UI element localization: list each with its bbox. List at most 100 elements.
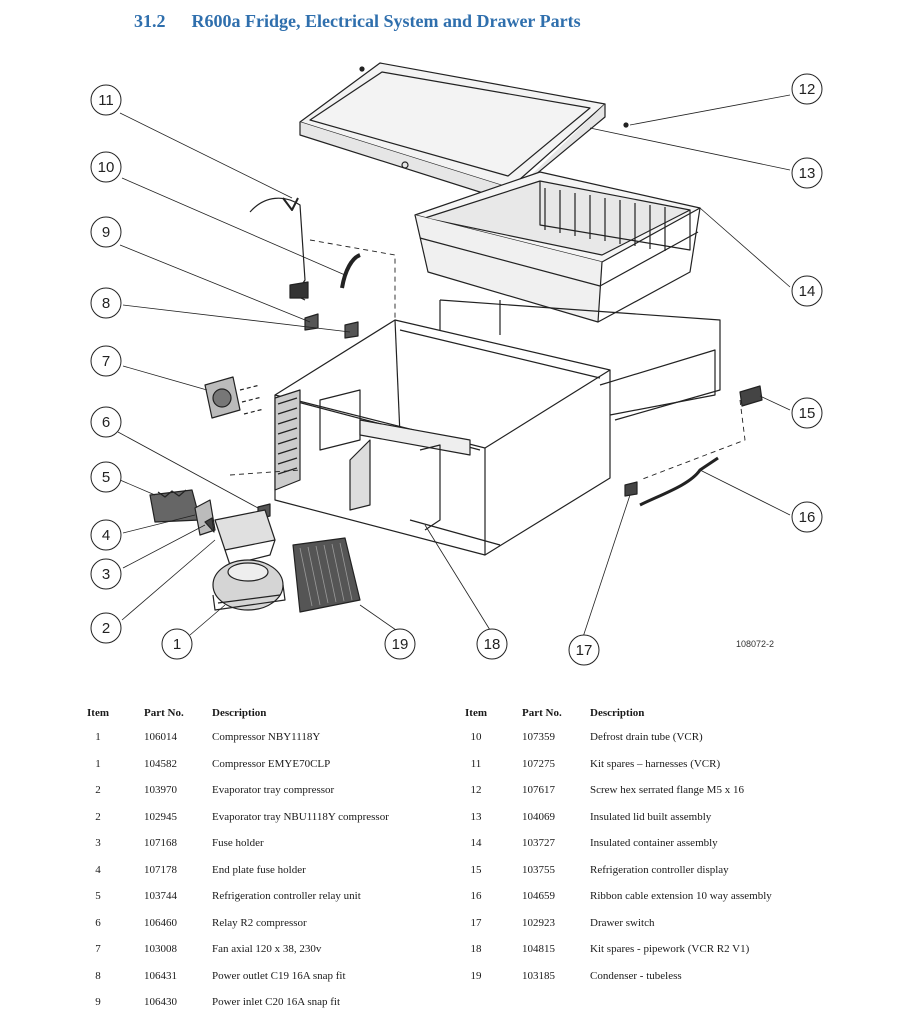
cell-description: Insulated lid built assembly (590, 810, 712, 823)
header-item: Item (87, 707, 109, 719)
cell-description: Defrost drain tube (VCR) (590, 731, 703, 744)
callout-3: 3 (90, 558, 122, 590)
cell-part-no: 104815 (522, 943, 555, 956)
callout-19: 19 (384, 628, 416, 660)
cell-item: 2 (95, 784, 101, 797)
callout-2: 2 (90, 612, 122, 644)
callout-14: 14 (791, 275, 823, 307)
section-number: 31.2 (134, 11, 166, 31)
cell-item: 9 (95, 996, 101, 1009)
cell-item: 2 (95, 810, 101, 823)
callout-10: 10 (90, 151, 122, 183)
cell-part-no: 107178 (144, 863, 177, 876)
callout-13: 13 (791, 157, 823, 189)
callout-13-label: 13 (799, 165, 816, 182)
cell-item: 15 (470, 863, 482, 876)
cell-description: Fan axial 120 x 38, 230v (212, 943, 322, 956)
callout-8: 8 (90, 287, 122, 319)
cell-description: Condenser - tubeless (590, 969, 682, 982)
cell-part-no: 104659 (522, 890, 555, 903)
cell-part-no: 104582 (144, 757, 177, 770)
cell-item: 3 (95, 837, 101, 850)
callout-12: 12 (791, 73, 823, 105)
callout-14-label: 14 (799, 283, 816, 300)
cell-item: 7 (95, 943, 101, 956)
callout-5-label: 5 (102, 469, 110, 486)
insulated-lid-drawing (299, 62, 629, 201)
callout-11: 11 (90, 84, 122, 116)
table-row: 16 104659 Ribbon cable extension 10 way as… (458, 883, 850, 910)
cell-description: Insulated container assembly (590, 837, 718, 850)
table-row: 3 107168 Fuse holder (80, 830, 452, 857)
callout-18-label: 18 (484, 636, 501, 653)
leader-lines (117, 94, 791, 641)
section-title: R600a Fridge, Electrical System and Draw… (191, 11, 581, 31)
cell-item: 16 (470, 890, 482, 903)
cell-item: 10 (470, 731, 482, 744)
cell-description: Kit spares - pipework (VCR R2 V1) (590, 943, 750, 956)
cell-part-no: 103008 (144, 943, 177, 956)
cell-description: Refrigeration controller display (590, 863, 729, 876)
cell-description: Power inlet C20 16A snap fit (212, 996, 341, 1009)
cell-part-no: 103970 (144, 784, 177, 797)
callout-12-label: 12 (799, 81, 816, 98)
compressor-drawing (212, 559, 286, 611)
callout-5: 5 (90, 461, 122, 493)
callout-7: 7 (90, 345, 122, 377)
cell-part-no: 107168 (144, 837, 177, 850)
cell-item: 12 (470, 784, 482, 797)
callout-16: 16 (791, 501, 823, 533)
callout-4: 4 (90, 519, 122, 551)
cell-part-no: 107617 (522, 784, 555, 797)
cell-part-no: 103727 (522, 837, 555, 850)
callout-15-label: 15 (799, 405, 816, 422)
cabinet-frame-drawing (274, 299, 721, 556)
exploded-parts-drawing: 1 2 3 4 5 6 7 8 9 10 11 12 13 14 15 16 1… (90, 62, 823, 666)
header-description: Description (590, 707, 645, 719)
callout-9-label: 9 (102, 224, 110, 241)
cell-description: Refrigeration controller relay unit (212, 890, 361, 903)
cell-item: 5 (95, 890, 101, 903)
header-part-no: Part No. (144, 707, 184, 719)
cell-description: Ribbon cable extension 10 way assembly (590, 890, 772, 903)
header-description: Description (212, 707, 267, 719)
relay-unit-drawing (149, 489, 201, 523)
cell-item: 8 (95, 969, 101, 982)
cell-description: Compressor EMYE70CLP (212, 757, 331, 770)
cell-description: Power outlet C19 16A snap fit (212, 969, 346, 982)
callout-3-label: 3 (102, 566, 110, 583)
drawing-reference: 108072-2 (736, 639, 775, 649)
cell-part-no: 103185 (522, 969, 555, 982)
callout-2-label: 2 (102, 620, 110, 637)
condenser-drawing (292, 537, 361, 613)
cell-description: Kit spares – harnesses (VCR) (590, 757, 721, 770)
table-row: 15 103755 Refrigeration controller display (458, 857, 850, 884)
cell-item: 14 (470, 837, 482, 850)
callout-11-label: 11 (98, 92, 114, 109)
cell-part-no: 104069 (522, 810, 555, 823)
cell-item: 1 (95, 731, 101, 744)
cell-item: 6 (95, 916, 101, 929)
cell-description: Relay R2 compressor (212, 916, 307, 929)
callout-10-label: 10 (98, 159, 115, 176)
table-row: 12 107617 Screw hex serrated flange M5 x 1… (458, 777, 850, 804)
cell-part-no: 103755 (522, 863, 555, 876)
table-header-row: Item Part No. Description (80, 702, 452, 724)
cell-item: 1 (95, 757, 101, 770)
cell-description: Screw hex serrated flange M5 x 16 (590, 784, 744, 797)
table-header-row: Item Part No. Description (458, 702, 850, 724)
cell-description: Fuse holder (212, 837, 264, 850)
drain-tube-drawing (340, 253, 361, 289)
cell-part-no: 106431 (144, 969, 177, 982)
